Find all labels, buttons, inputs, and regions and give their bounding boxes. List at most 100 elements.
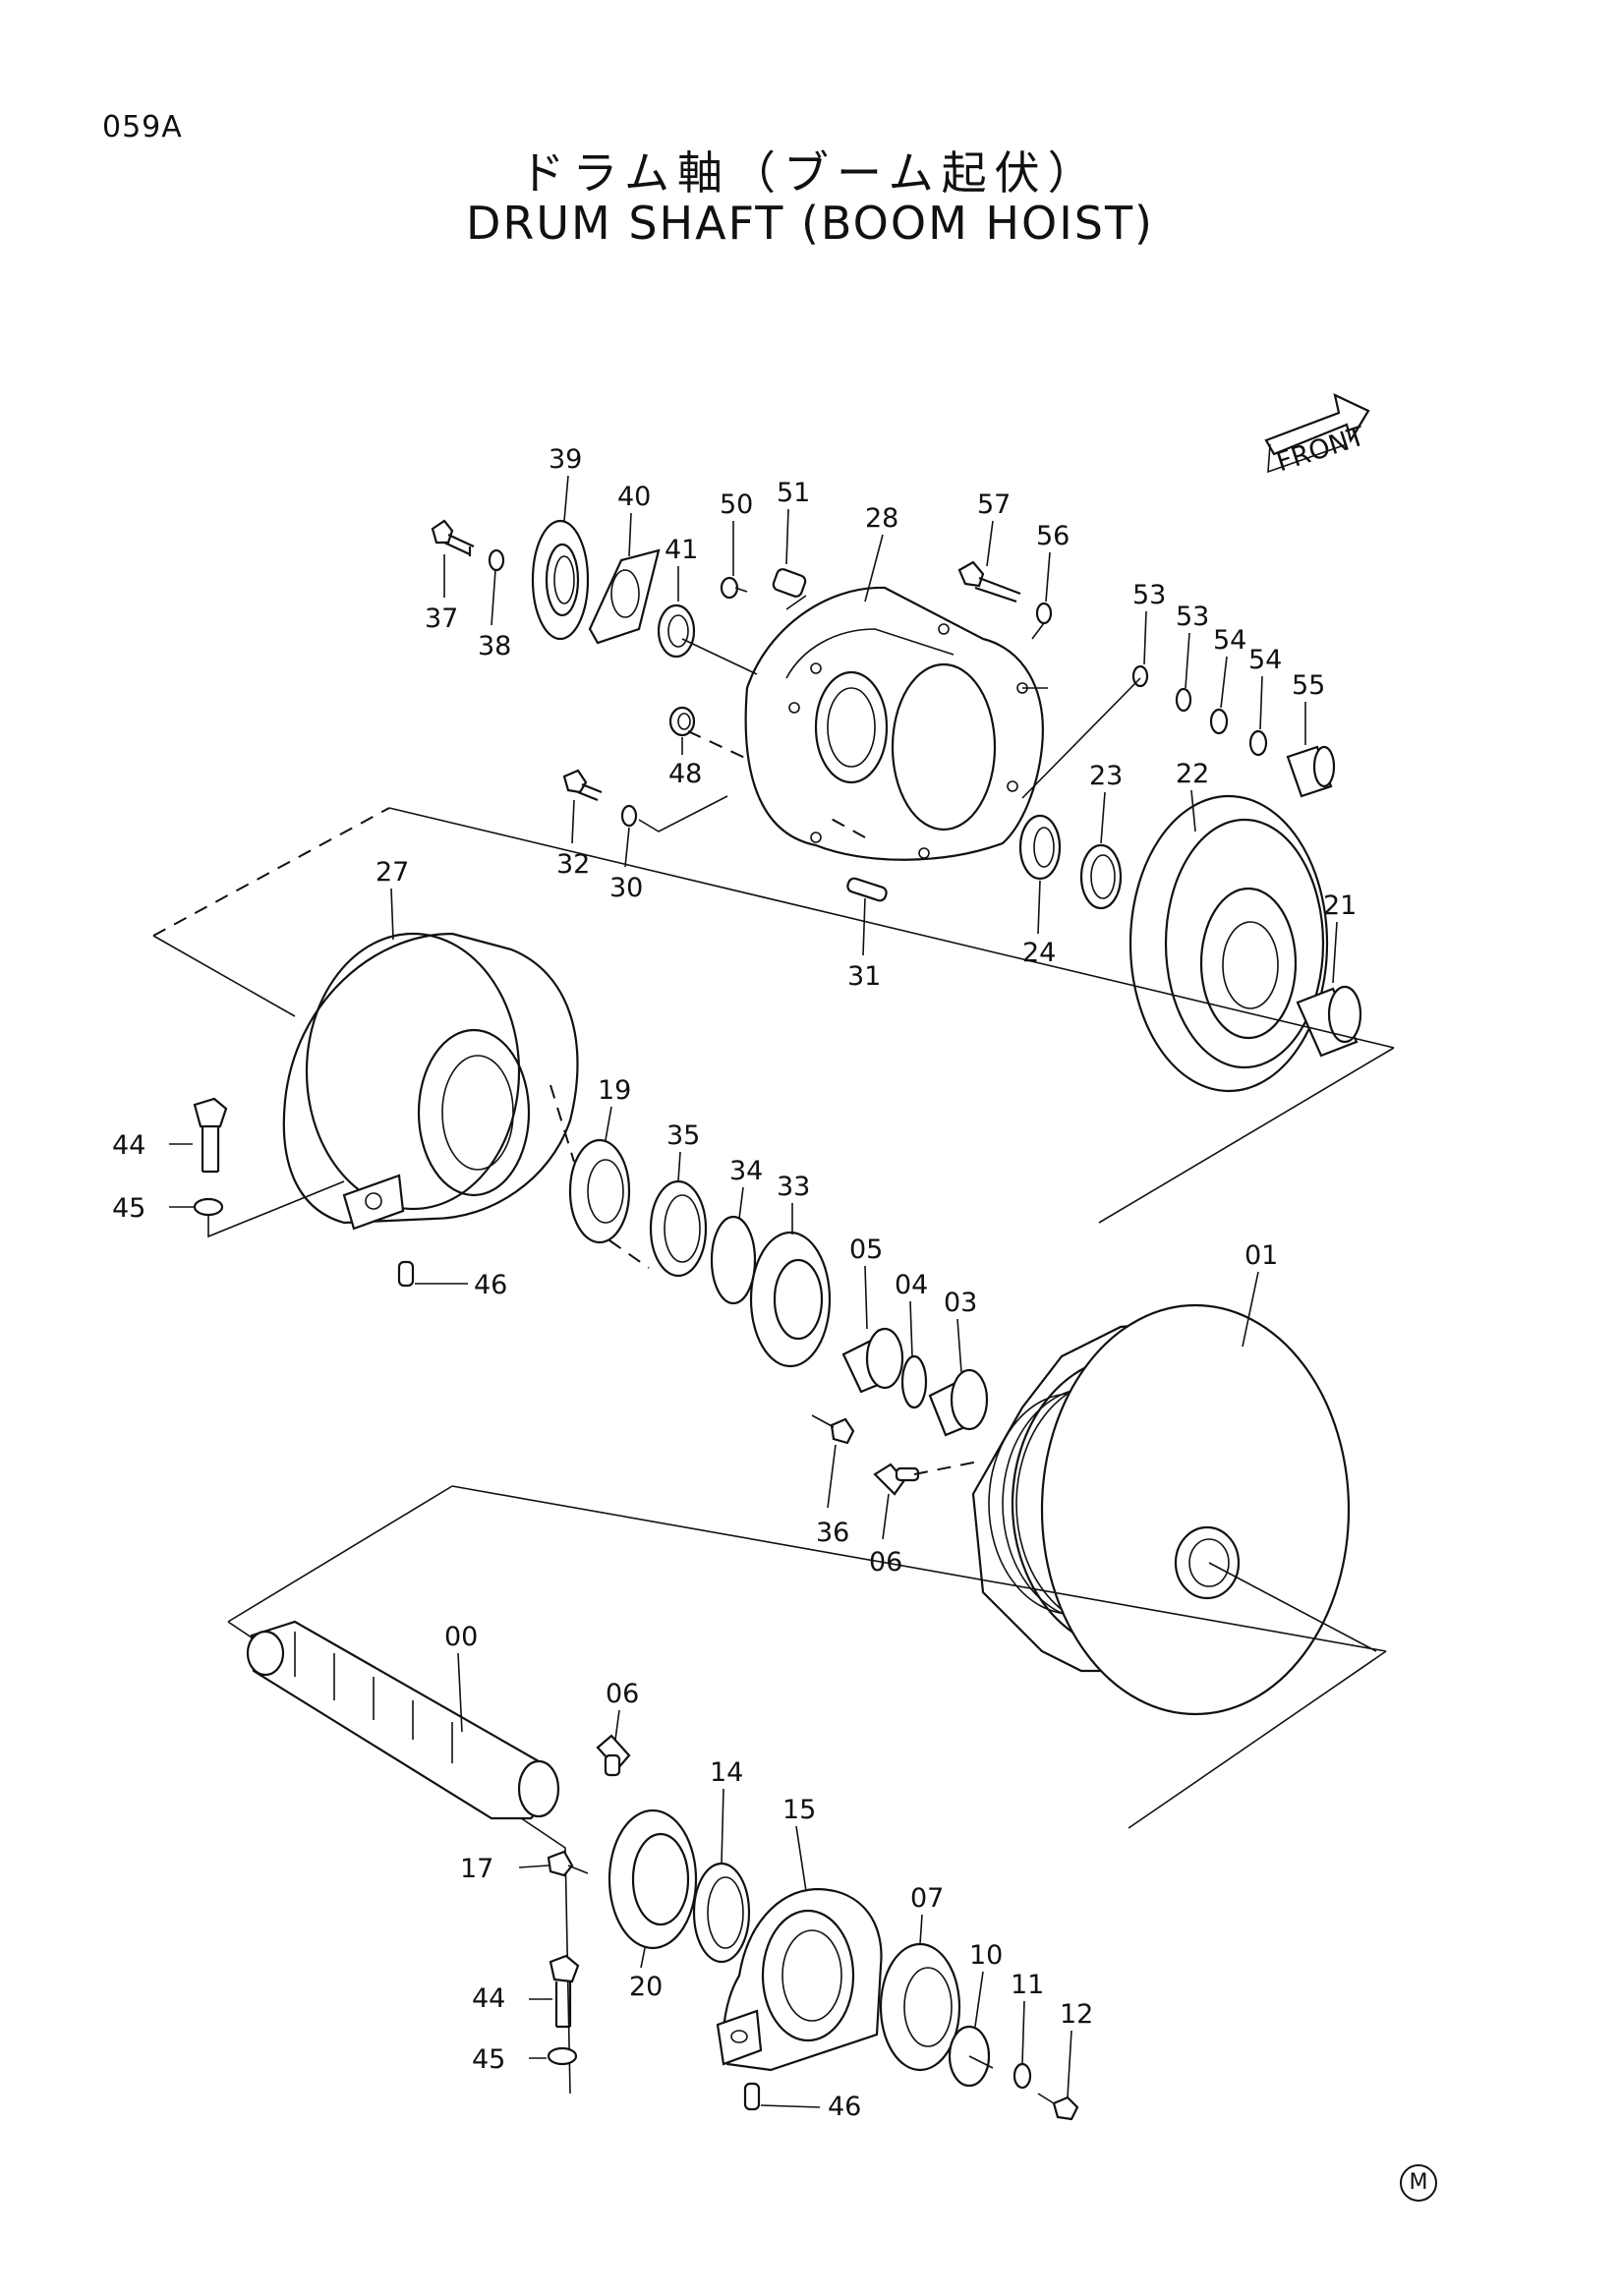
callout-11: 11 bbox=[1011, 1970, 1044, 2000]
bearing-07 bbox=[879, 1942, 961, 2072]
page-code: 059A bbox=[102, 110, 183, 144]
bolt-36 bbox=[811, 1414, 855, 1445]
grease-fitting-06a bbox=[873, 1463, 920, 1496]
callout-44b: 44 bbox=[472, 1983, 505, 2014]
callout-55: 55 bbox=[1292, 670, 1325, 701]
o-ring-04 bbox=[900, 1354, 928, 1409]
callout-53b: 53 bbox=[1176, 602, 1209, 632]
callout-41: 41 bbox=[665, 535, 698, 565]
callout-06b: 06 bbox=[606, 1679, 639, 1709]
bolt-12 bbox=[1037, 2093, 1079, 2121]
callout-33: 33 bbox=[777, 1172, 810, 1202]
callout-54a: 54 bbox=[1213, 625, 1246, 656]
leader-lines-lower bbox=[968, 1562, 1377, 2069]
washer-30 bbox=[620, 804, 638, 828]
callout-56: 56 bbox=[1036, 521, 1070, 551]
registered-mark: M bbox=[1400, 2164, 1437, 2202]
front-arrow-icon: FRONT bbox=[1264, 393, 1370, 478]
callout-07: 07 bbox=[910, 1883, 944, 1914]
callout-22: 22 bbox=[1176, 759, 1209, 789]
plug-51 bbox=[772, 568, 807, 598]
gasket-40 bbox=[588, 548, 661, 645]
fitting-46a bbox=[397, 1260, 415, 1288]
callout-28: 28 bbox=[865, 503, 898, 534]
fitting-46b bbox=[743, 2082, 761, 2111]
ring-35 bbox=[649, 1179, 708, 1278]
washer-38 bbox=[488, 548, 505, 572]
plug-48 bbox=[668, 706, 696, 737]
callout-00: 00 bbox=[444, 1622, 478, 1652]
callout-01: 01 bbox=[1244, 1240, 1278, 1271]
callout-37: 37 bbox=[425, 603, 458, 634]
cover-33 bbox=[749, 1231, 832, 1368]
callout-17: 17 bbox=[460, 1854, 493, 1884]
bolt-17 bbox=[547, 1850, 589, 1877]
housing-15 bbox=[716, 1887, 883, 2072]
leader-45a bbox=[207, 1180, 345, 1238]
shaft-00 bbox=[246, 1620, 560, 1820]
washer-54a bbox=[1209, 708, 1229, 735]
dashed-lines-top bbox=[687, 730, 866, 838]
callout-36: 36 bbox=[816, 1518, 849, 1548]
callout-57: 57 bbox=[977, 489, 1011, 520]
callout-34: 34 bbox=[729, 1156, 763, 1186]
callout-35: 35 bbox=[666, 1120, 700, 1151]
collar-03 bbox=[928, 1368, 989, 1437]
bearing-19 bbox=[568, 1138, 631, 1244]
callout-21: 21 bbox=[1323, 890, 1357, 921]
callout-54b: 54 bbox=[1248, 645, 1282, 675]
callout-46a: 46 bbox=[474, 1270, 507, 1300]
housing-27 bbox=[282, 932, 579, 1231]
callout-05: 05 bbox=[849, 1234, 883, 1265]
callout-24: 24 bbox=[1022, 938, 1056, 968]
callout-14: 14 bbox=[710, 1757, 743, 1788]
leader-30 bbox=[638, 795, 728, 832]
seal-ring-41 bbox=[657, 603, 696, 659]
grease-fitting-06b bbox=[596, 1734, 631, 1777]
washer-11 bbox=[1012, 2062, 1032, 2090]
washer-45b bbox=[547, 2046, 578, 2066]
callout-20: 20 bbox=[629, 1972, 663, 2002]
callout-51: 51 bbox=[777, 478, 810, 508]
callout-15: 15 bbox=[782, 1795, 816, 1825]
seal-plate-39 bbox=[531, 519, 590, 641]
gear-22 bbox=[1128, 794, 1329, 1093]
callout-leaders bbox=[169, 475, 1338, 2108]
callout-27: 27 bbox=[376, 857, 409, 888]
pin-31 bbox=[846, 877, 888, 902]
callout-45a: 45 bbox=[112, 1193, 145, 1224]
plug-50 bbox=[720, 576, 748, 600]
frame-middle bbox=[152, 807, 1395, 1224]
cover-20 bbox=[608, 1808, 698, 1950]
lock-washer-23 bbox=[1079, 843, 1123, 910]
leader-lines-top bbox=[681, 595, 1141, 799]
bushing-55 bbox=[1286, 745, 1336, 798]
callout-labels: 39 40 41 50 51 28 57 56 37 38 53 53 54 5… bbox=[112, 444, 1357, 2122]
title-japanese: ドラム軸（ブーム起伏） bbox=[519, 146, 1101, 200]
washer-53b bbox=[1175, 687, 1192, 713]
callout-12: 12 bbox=[1060, 1999, 1093, 2030]
callout-40: 40 bbox=[617, 482, 651, 512]
callout-48: 48 bbox=[668, 759, 702, 789]
callout-10: 10 bbox=[969, 1940, 1003, 1971]
callout-45b: 45 bbox=[472, 2044, 505, 2075]
bolt-57 bbox=[957, 560, 1021, 603]
lock-nut-24 bbox=[1018, 814, 1062, 881]
collar-05 bbox=[841, 1327, 904, 1394]
callout-38: 38 bbox=[478, 631, 511, 661]
title-english: DRUM SHAFT (BOOM HOIST) bbox=[465, 197, 1155, 250]
dashed-frame-middle-1 bbox=[152, 807, 390, 937]
bolt-37 bbox=[431, 519, 475, 556]
washer-54b bbox=[1248, 729, 1268, 757]
callout-19: 19 bbox=[598, 1075, 631, 1106]
callout-39: 39 bbox=[549, 444, 582, 475]
frame-lower bbox=[227, 1485, 1387, 1829]
callout-03: 03 bbox=[944, 1288, 977, 1318]
housing-28 bbox=[744, 586, 1044, 861]
washer-56 bbox=[1035, 602, 1053, 625]
callout-44a: 44 bbox=[112, 1130, 145, 1161]
callout-53a: 53 bbox=[1132, 580, 1166, 610]
o-ring-34 bbox=[710, 1215, 757, 1305]
callout-32: 32 bbox=[556, 849, 590, 880]
